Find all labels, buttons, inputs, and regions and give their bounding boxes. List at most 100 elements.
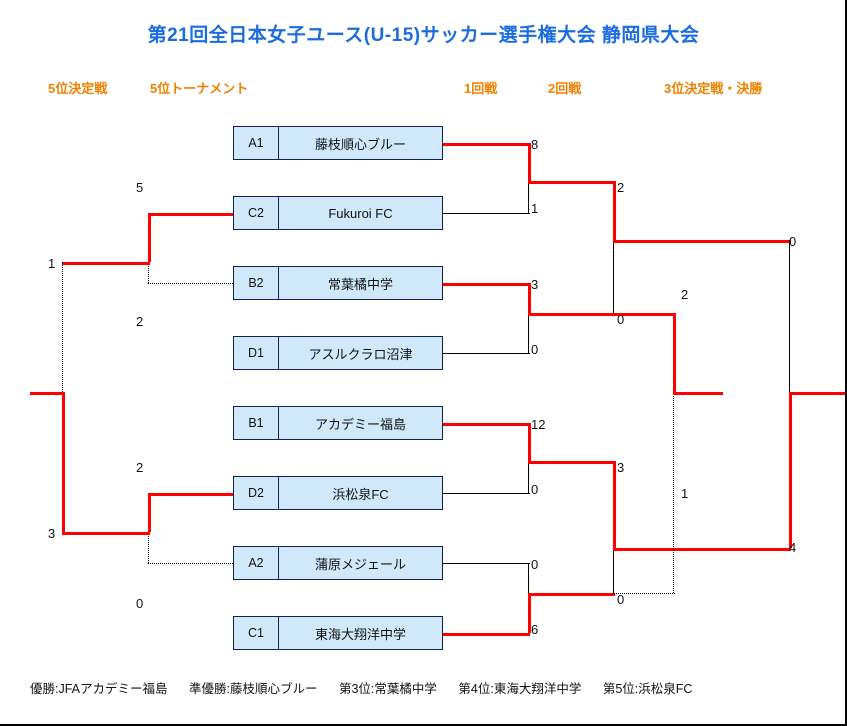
- team-name-A2: 蒲原メジェール: [314, 556, 406, 572]
- t5-bot-feed-1: [148, 563, 233, 564]
- score-round1-3: 0: [531, 342, 539, 357]
- r1-win-stem-1: [528, 283, 531, 313]
- score-round2-1: 0: [617, 312, 625, 327]
- footer-runner-up: 準優勝:藤枝順心ブルー: [189, 682, 318, 696]
- team-box-C2[interactable]: C2 Fukuroi FC: [233, 196, 443, 230]
- t5-top-feed-1: [148, 493, 233, 496]
- score-fifth-tournament-0: 5: [136, 180, 144, 195]
- score-round2-3: 0: [617, 592, 625, 607]
- score-round1-4: 12: [531, 417, 546, 432]
- round-header-4: 3位決定戦・決勝: [664, 81, 763, 96]
- r1-top-feed-1: [443, 283, 530, 286]
- team-code-A1: A1: [234, 127, 279, 159]
- r1-out-0: [528, 181, 615, 184]
- score-third-place-0: 2: [681, 287, 689, 302]
- team-code-C2: C2: [234, 197, 279, 229]
- score-round1-6: 0: [531, 557, 539, 572]
- r2-loser-feed-1: [613, 593, 675, 594]
- team-name-A1: 藤枝順心ブルー: [314, 136, 406, 152]
- 3rd-win-stem: [673, 313, 676, 392]
- score-round1-5: 0: [531, 482, 539, 497]
- f5-win-stem: [62, 392, 65, 532]
- team-name-D2: 浜松泉FC: [332, 486, 389, 502]
- team-code-D2: D2: [234, 477, 279, 509]
- 3rd-out: [673, 392, 723, 395]
- footer-third: 第3位:常葉橘中学: [338, 682, 437, 696]
- r1-out-1: [528, 313, 615, 316]
- r1-top-feed-2: [443, 423, 530, 426]
- team-box-A2[interactable]: A2 蒲原メジェール: [233, 546, 443, 580]
- score-final-1: 4: [789, 540, 797, 555]
- r1-out-3: [528, 593, 615, 596]
- score-fifth-tournament-1: 2: [136, 314, 144, 329]
- score-final-0: 0: [789, 234, 797, 249]
- r1-lose-stem-1: [528, 313, 529, 353]
- team-name-C2: Fukuroi FC: [328, 205, 393, 221]
- r1-win-stem-3: [528, 593, 531, 633]
- team-box-D1[interactable]: D1 アスルクラロ沼津: [233, 336, 443, 370]
- r2-out-1: [613, 548, 791, 551]
- score-round2-0: 2: [617, 180, 625, 195]
- team-name-B1: アカデミー福島: [314, 416, 406, 432]
- team-name-D1: アスルクラロ沼津: [308, 346, 413, 362]
- round-header-1: 5位トーナメント: [150, 81, 249, 96]
- results-footer: 優勝:JFAアカデミー福島 準優勝:藤枝順心ブルー 第3位:常葉橘中学 第4位:…: [30, 678, 710, 697]
- team-box-C1[interactable]: C1 東海大翔洋中学: [233, 616, 443, 650]
- footer-champion: 優勝:JFAアカデミー福島: [30, 682, 168, 696]
- r1-lose-stem-3: [528, 563, 529, 593]
- team-code-B1: B1: [234, 407, 279, 439]
- r2-lose-stem-0: [613, 240, 614, 313]
- r1-win-stem-0: [528, 143, 531, 181]
- t5-top-feed-0: [148, 213, 233, 216]
- score-round1-7: 6: [531, 622, 539, 637]
- footer-fifth: 第5位:浜松泉FC: [602, 682, 693, 696]
- t5-win-stem-0: [148, 213, 151, 262]
- r1-lose-stem-0: [528, 181, 529, 213]
- final-win-stem: [789, 392, 792, 548]
- round-header-2: 1回戦: [464, 81, 498, 96]
- r2-out-0: [613, 240, 791, 243]
- r1-lose-stem-2: [528, 461, 529, 493]
- team-box-B1[interactable]: B1 アカデミー福島: [233, 406, 443, 440]
- score-round1-0: 8: [531, 137, 539, 152]
- r1-top-feed-3: [443, 563, 530, 564]
- t5-out-1: [62, 532, 150, 535]
- r1-bot-feed-3: [443, 633, 530, 636]
- t5-out-0: [62, 262, 150, 265]
- f5-lose-stem: [62, 262, 63, 392]
- score-round2-2: 3: [617, 460, 625, 475]
- team-name-C1: 東海大翔洋中学: [314, 626, 406, 642]
- f5-out: [30, 392, 64, 395]
- r1-top-feed-0: [443, 143, 530, 146]
- score-fifth-final-1: 3: [48, 526, 56, 541]
- team-name-B2: 常葉橘中学: [327, 276, 393, 292]
- t5-lose-stem-1: [148, 532, 149, 563]
- r2-lose-stem-1: [613, 548, 614, 593]
- score-round1-1: 1: [531, 201, 539, 216]
- footer-fourth: 第4位:東海大翔洋中学: [458, 682, 582, 696]
- team-code-B2: B2: [234, 267, 279, 299]
- r2-win-stem-1: [613, 461, 616, 548]
- t5-win-stem-1: [148, 493, 151, 532]
- final-lose-stem: [789, 240, 790, 392]
- score-round1-2: 3: [531, 277, 539, 292]
- round-header-0: 5位決定戦: [48, 81, 108, 96]
- r1-out-2: [528, 461, 615, 464]
- score-fifth-final-0: 1: [48, 256, 56, 271]
- r1-bot-feed-0: [443, 213, 530, 214]
- team-box-B2[interactable]: B2 常葉橘中学: [233, 266, 443, 300]
- score-third-place-1: 1: [681, 486, 689, 501]
- score-fifth-tournament-3: 0: [136, 596, 144, 611]
- r2-win-stem-0: [613, 181, 616, 240]
- team-code-A2: A2: [234, 547, 279, 579]
- champion-out: [789, 392, 845, 395]
- team-box-D2[interactable]: D2 浜松泉FC: [233, 476, 443, 510]
- team-box-A1[interactable]: A1 藤枝順心ブルー: [233, 126, 443, 160]
- team-code-D1: D1: [234, 337, 279, 369]
- round-header-3: 2回戦: [548, 81, 582, 96]
- t5-bot-feed-0: [148, 283, 233, 284]
- r1-bot-feed-2: [443, 493, 530, 494]
- team-code-C1: C1: [234, 617, 279, 649]
- score-fifth-tournament-2: 2: [136, 460, 144, 475]
